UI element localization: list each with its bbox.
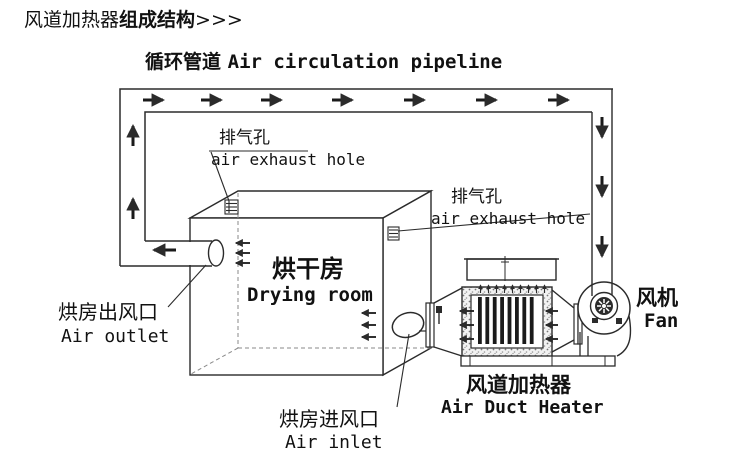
exhaust2-leader: [397, 213, 591, 232]
pipeline-label-zh: 循环管道: [145, 51, 222, 73]
air-inlet-label-zh: 烘房进风口: [279, 407, 379, 431]
inlet-bolt: [436, 306, 442, 313]
exhaust-hole-1: [224, 199, 239, 215]
inlet-leader: [396, 333, 410, 408]
outlet-leader: [167, 264, 207, 308]
terminal-box: [464, 256, 559, 281]
exhaust-hole-1-label-en: air exhaust hole: [211, 150, 366, 169]
room-hidden-edge: [190, 347, 239, 375]
fan-label-zh: 风机: [636, 286, 678, 310]
inlet-flange: [425, 302, 431, 348]
heater-label-en: Air Duct Heater: [441, 397, 604, 418]
page-title-part2: 组成结构: [119, 9, 196, 31]
page-title: 风道加热器组成结构>>>: [24, 9, 243, 31]
page-title-arrows: >>>: [195, 9, 243, 31]
element-terminals: [478, 284, 547, 293]
air-duct-heater: [433, 256, 616, 367]
air-inlet-assembly: [360, 302, 442, 348]
exhaust-hole-2: [387, 226, 400, 241]
circulation-pipeline: [119, 88, 613, 266]
pipeline-flow-arrows: [126, 93, 609, 259]
air-outlet-label-zh: 烘房出风口: [58, 300, 158, 324]
drying-room-label-en: Drying room: [247, 284, 373, 306]
fan-bolt: [616, 318, 622, 324]
page-title-part1: 风道加热器: [24, 9, 120, 31]
air-inlet-label-en: Air inlet: [285, 432, 383, 453]
air-outlet-cylinder: [207, 239, 225, 267]
fan-label-en: Fan: [644, 310, 679, 332]
heating-elements: [478, 297, 534, 344]
inlet-flange: [429, 302, 435, 348]
exhaust-hole-1-label-zh: 排气孔: [219, 128, 270, 148]
drying-room-box: [187, 189, 434, 377]
pipeline-label-en: Air circulation pipeline: [227, 51, 503, 73]
exhaust-hole-2-label-en: air exhaust hole: [431, 209, 586, 228]
pipeline-label: 循环管道 Air circulation pipeline: [145, 51, 503, 73]
heater-insulation: [462, 287, 552, 357]
exhaust-hole-2-label-zh: 排气孔: [451, 187, 502, 207]
air-inlet-cylinder: [391, 311, 425, 339]
exhaust1-leader: [210, 151, 230, 202]
air-outlet-label-en: Air outlet: [61, 326, 170, 347]
air-outlet-duct: [120, 238, 250, 268]
fan-volute-tail: [616, 315, 632, 357]
fan-bolt: [592, 318, 598, 323]
leader-lines: [167, 150, 591, 408]
base-plate: [460, 355, 616, 367]
fan-assembly: [577, 89, 632, 357]
heater-label-zh: 风道加热器: [466, 373, 571, 397]
drying-room-label-zh: 烘干房: [272, 255, 344, 283]
